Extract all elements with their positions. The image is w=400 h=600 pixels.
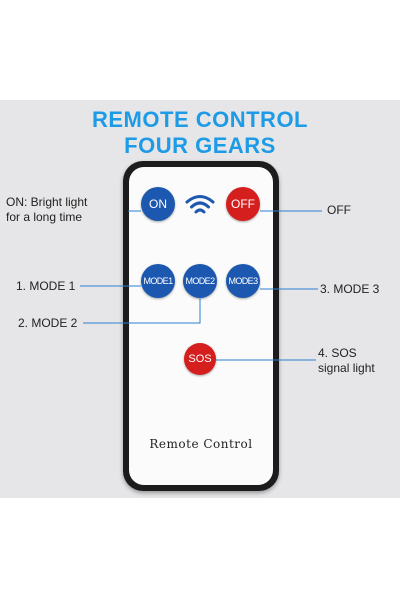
mode1-button-label: MODE1 xyxy=(143,276,173,286)
on-callout-line2: for a long time xyxy=(6,210,83,224)
off-button-label: OFF xyxy=(231,197,255,211)
mode3-callout: 3. MODE 3 xyxy=(320,282,380,296)
off-callout: OFF xyxy=(327,203,351,217)
mode1-callout: 1. MODE 1 xyxy=(16,279,76,293)
mode3-button[interactable]: MODE3 xyxy=(226,264,260,298)
sos-button[interactable]: SOS xyxy=(184,343,216,375)
mode1-button[interactable]: MODE1 xyxy=(141,264,175,298)
remote-label: Remote Control xyxy=(149,437,253,451)
on-button[interactable]: ON xyxy=(141,187,175,221)
sos-callout-line2: signal light xyxy=(318,361,375,375)
mode2-button[interactable]: MODE2 xyxy=(183,264,217,298)
wifi-icon xyxy=(185,195,215,214)
on-callout-line1: ON: Bright light xyxy=(6,195,88,209)
sos-callout-line1: 4. SOS xyxy=(318,346,357,360)
mode2-callout: 2. MODE 2 xyxy=(18,316,78,330)
sos-callout: 4. SOS signal light xyxy=(318,346,375,376)
page-subtitle: FOUR GEARS xyxy=(124,133,276,158)
page-title: REMOTE CONTROL xyxy=(92,107,308,132)
on-button-label: ON xyxy=(149,197,167,211)
off-button[interactable]: OFF xyxy=(226,187,260,221)
mode3-button-label: MODE3 xyxy=(228,276,258,286)
sos-button-label: SOS xyxy=(188,353,212,365)
mode2-button-label: MODE2 xyxy=(185,276,215,286)
on-callout: ON: Bright light for a long time xyxy=(6,195,87,225)
